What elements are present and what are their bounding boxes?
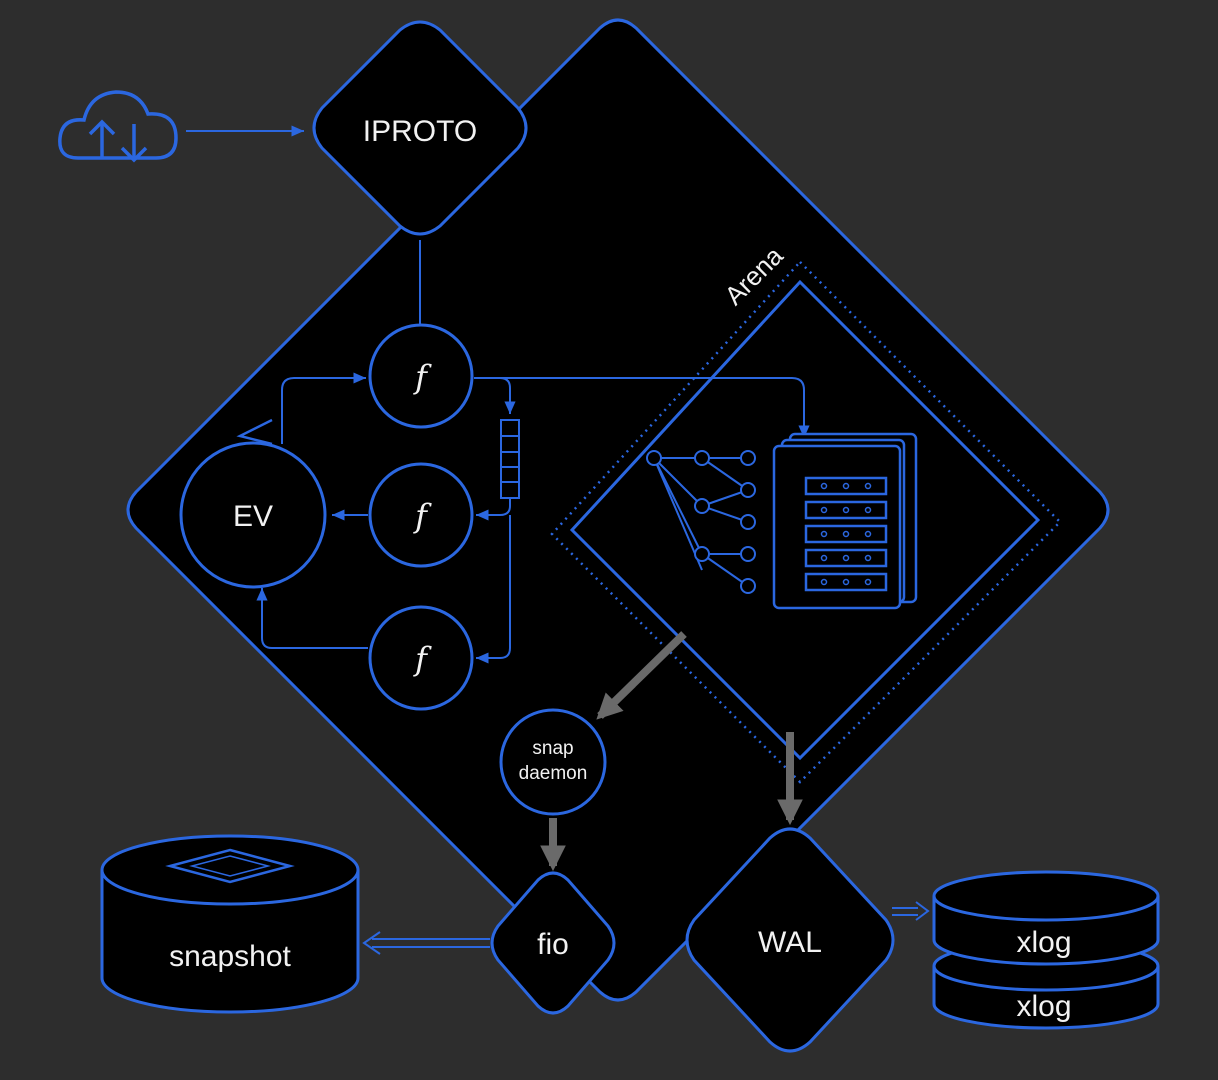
- xlog-storage-top: [932, 870, 1160, 966]
- fiber-to-ev-return-arrow: [256, 588, 368, 649]
- ev-node: [179, 441, 327, 589]
- ev-label: EV: [233, 500, 273, 533]
- fio-label: fio: [537, 928, 569, 961]
- fiber-node-bottom: [368, 605, 474, 711]
- snapshot-label: snapshot: [169, 940, 291, 973]
- fio-node: [490, 871, 616, 1015]
- cloud-upload-download-icon: [58, 90, 178, 163]
- queue-to-fiber-bottom-arrow: [476, 515, 511, 664]
- snap-daemon-label-line1: snap: [532, 738, 573, 759]
- snapshot-storage: [100, 834, 360, 1014]
- wal-to-xlog-arrow: [892, 901, 930, 921]
- xlog-label-bottom: xlog: [1016, 990, 1071, 1023]
- iproto-node: [312, 20, 528, 236]
- fiber-node-middle: [368, 462, 474, 568]
- arena-dotted-border: [550, 260, 1062, 784]
- wal-label: WAL: [758, 926, 822, 959]
- snap-daemon-node: [499, 708, 607, 816]
- fio-to-snapshot-arrow: [362, 931, 490, 955]
- fiber-node-top: [368, 323, 474, 429]
- tree-index-icon: [646, 450, 756, 594]
- iproto-label: IPROTO: [363, 115, 477, 148]
- ev-loop-arrow-icon: [236, 418, 273, 446]
- snap-daemon-label-line2: daemon: [519, 763, 588, 784]
- xlog-label-top: xlog: [1016, 926, 1071, 959]
- data-pages-icon: [772, 432, 918, 610]
- snapshot-diamond-icon: [165, 848, 295, 884]
- arena-to-snap-daemon-arrow: [596, 631, 687, 720]
- ev-to-fiber-arrow: [281, 372, 366, 444]
- wal-node: [685, 827, 895, 1053]
- queue-to-fiber-arrow: [476, 498, 511, 521]
- fiber-to-arena-arrow: [474, 377, 810, 438]
- fiber-queue: [500, 419, 520, 499]
